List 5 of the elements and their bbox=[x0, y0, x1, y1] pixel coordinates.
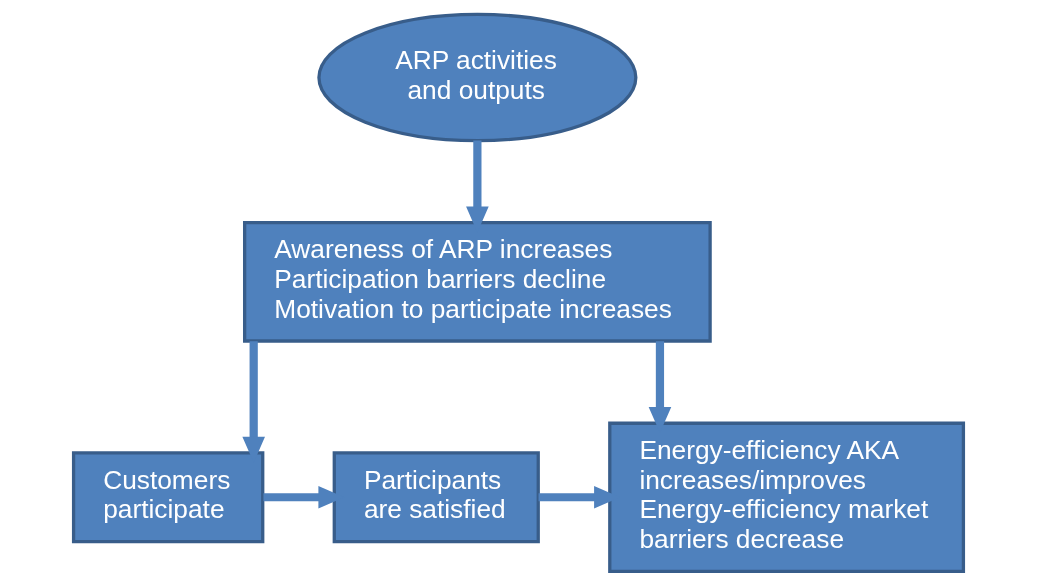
node-box: Energy-efficiency AKA increases/improves Energy-efficiency market barriers decrease bbox=[608, 421, 966, 573]
node-box: Participants are satisfied bbox=[332, 451, 540, 544]
node-ellipse: ARP activities and outputs bbox=[317, 12, 638, 143]
node-box: Customers participate bbox=[71, 451, 265, 544]
node-box: Awareness of ARP increases Participation barriers decline Motivation to participate increases bbox=[243, 220, 712, 343]
